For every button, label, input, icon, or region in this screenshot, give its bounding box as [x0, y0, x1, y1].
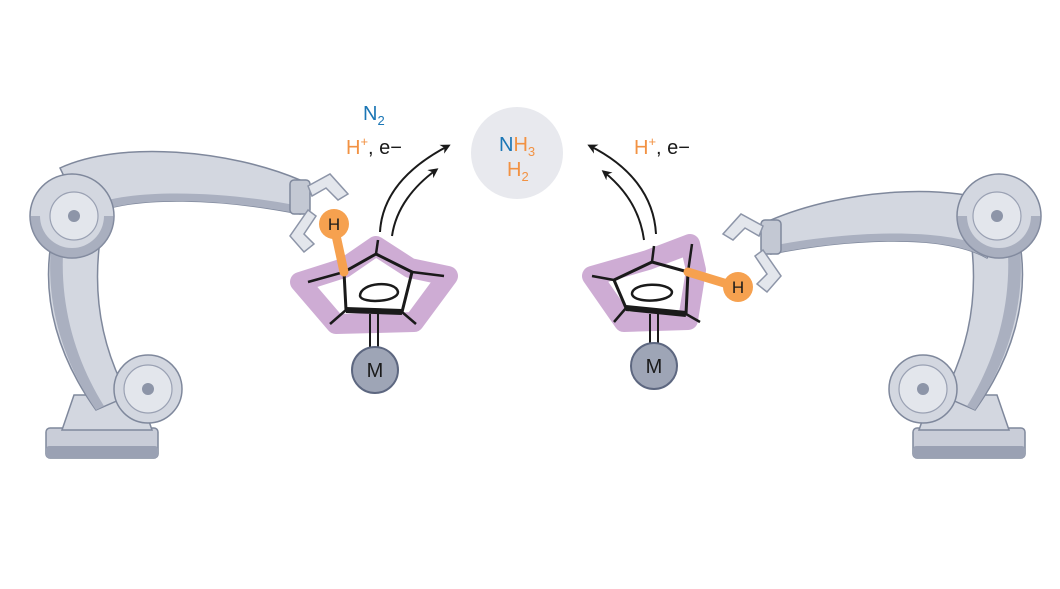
- left-metal-center: M: [351, 314, 399, 394]
- right-reagents: H+, e−: [634, 134, 690, 159]
- left-hydrogen-atom: H: [319, 209, 349, 239]
- right-cyclopentadienyl-ring-icon: [582, 234, 739, 332]
- product-nh3: NH3: [499, 134, 535, 159]
- left-hydrogen-label: H: [328, 215, 340, 234]
- right-robot-arm-icon: [721, 173, 1042, 459]
- product-h2: H2: [507, 159, 529, 184]
- right-curved-arrow-icon: [587, 144, 657, 241]
- right-reagent-h-e: H+, e−: [634, 134, 690, 159]
- left-reagents: N2 H+, e−: [346, 103, 402, 159]
- left-metal-label: M: [367, 360, 384, 382]
- right-metal-label: M: [646, 356, 663, 378]
- right-hydrogen-label: H: [732, 278, 744, 297]
- right-metal-center: M: [630, 314, 678, 390]
- left-robot-arm-icon: [29, 150, 350, 459]
- left-cyclopentadienyl-ring-icon: [290, 221, 458, 334]
- product-circle: NH3 H2: [471, 107, 563, 199]
- left-curved-arrow-icon: [379, 144, 451, 237]
- left-reagent-h-e: H+, e−: [346, 134, 402, 159]
- right-hydrogen-atom: H: [723, 272, 753, 302]
- left-reagent-n2: N2: [363, 103, 385, 128]
